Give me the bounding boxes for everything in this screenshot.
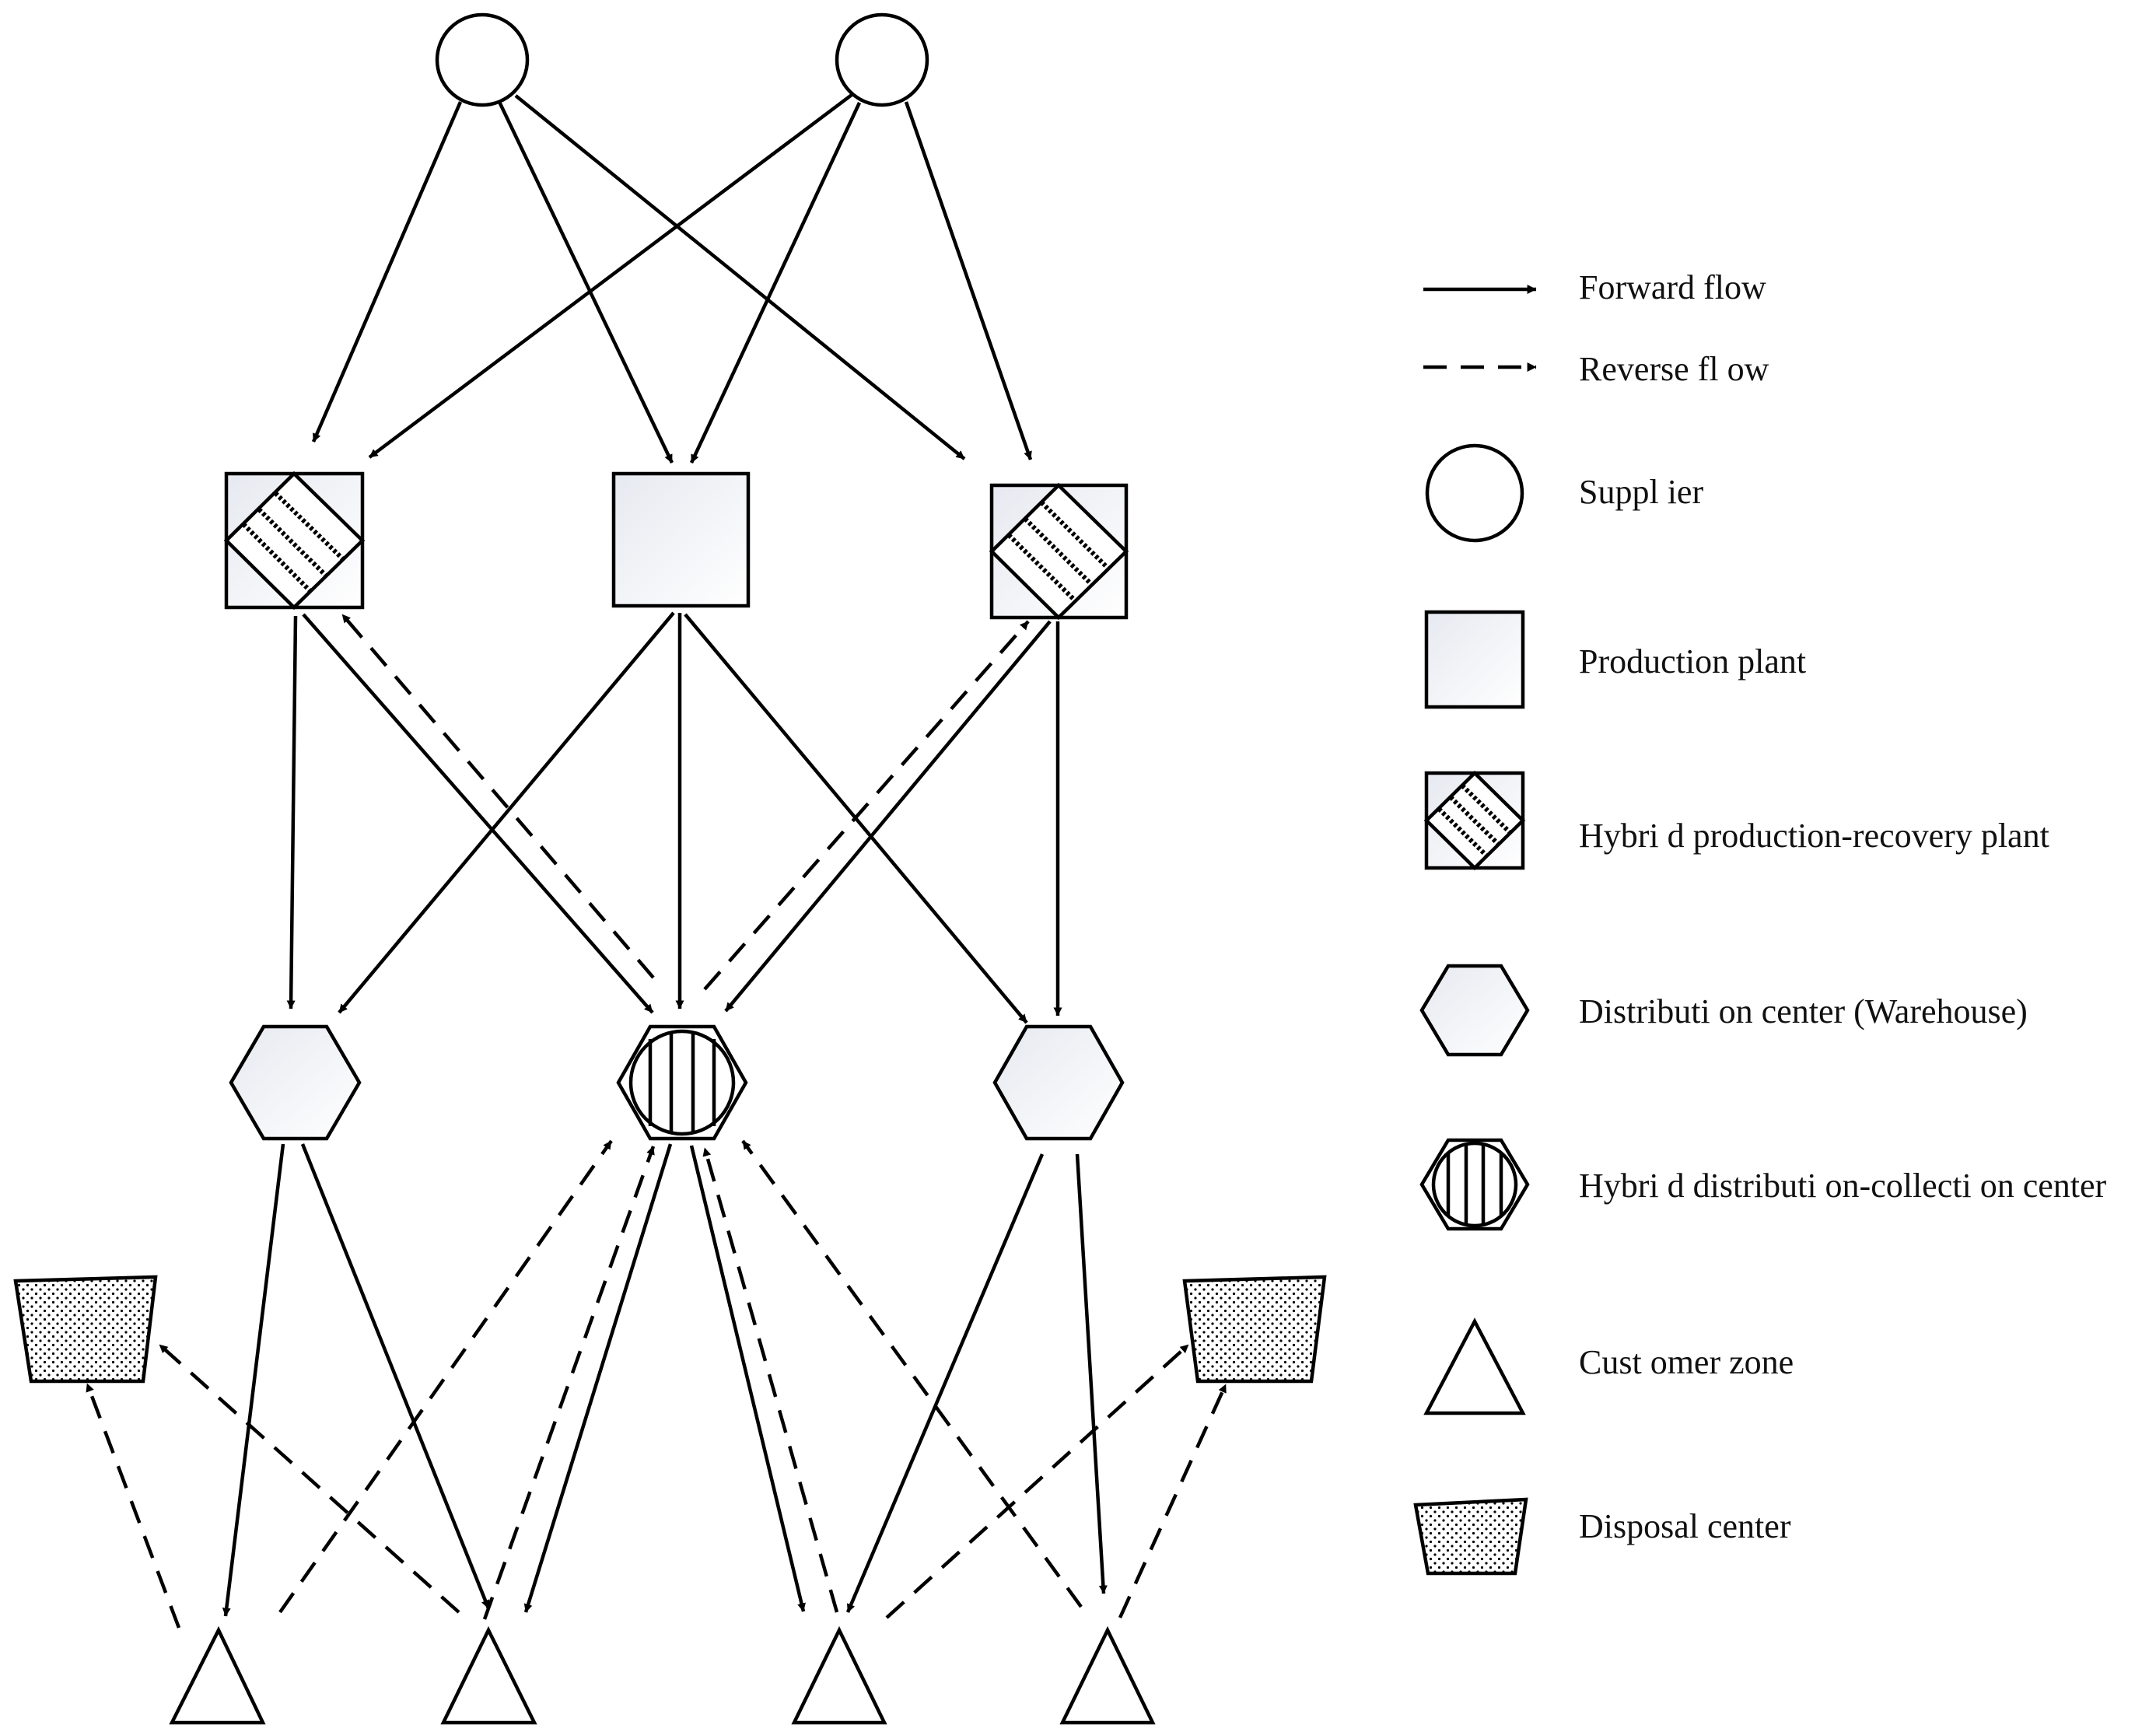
customer-zone-symbol [1423,1317,1526,1415]
forward-arrow [523,1143,673,1613]
hybrid-plant-node [223,471,366,611]
distribution-center-symbol [1419,964,1530,1057]
forward-arrow [286,615,298,1009]
forward-arrow [1075,1153,1108,1594]
legend-label-supplier: Suppl ier [1579,473,1704,511]
forward-arrow [222,1143,285,1617]
forward-arrow [300,1143,491,1609]
legend-symbols [1413,285,1537,1576]
forward-arrow [514,94,966,460]
supplier-node [835,12,929,107]
disposal-center-node [13,1275,158,1384]
production-plant-node [611,471,751,608]
customer-zone-node [791,1625,887,1725]
reverse-arrow [741,1139,1083,1608]
legend-label-hybrid-center: Hybri d distributi on-collecti on center [1579,1167,2107,1205]
distribution-center-node [992,1024,1125,1141]
customer-zone-node [1059,1625,1156,1725]
legend-label-customer-zone: Cust omer zone [1579,1343,1794,1381]
forward-arrow [904,101,1033,460]
reverse-arrow [1118,1384,1228,1618]
hybrid-center-node [616,1024,748,1141]
reverse-arrow [703,620,1030,991]
network-nodes [13,12,1327,1725]
legend-label-distribution-center: Distributi on center (Warehouse) [1579,992,2028,1030]
forward-arrow [302,613,654,1014]
legend-label-disposal-center: Disposal center [1579,1507,1791,1545]
forward-arrow [845,1153,1045,1613]
customer-zone-node [169,1625,266,1725]
forward-arrow [724,620,1052,1013]
forward-arrow [689,1145,806,1612]
supplier-symbol [1425,443,1524,543]
forward-arrow [368,93,853,459]
forward-arrow [311,101,463,443]
forward-arrow [497,101,674,464]
legend-label-production-plant: Production plant [1579,642,1807,681]
disposal-center-symbol [1413,1497,1528,1576]
reverse-arrow [702,1147,839,1613]
disposal-center-node [1182,1275,1327,1384]
production-plant-symbol [1424,610,1525,709]
forward-arrow [338,611,675,1014]
legend-label-reverse-flow: Reverse fl ow [1579,350,1769,388]
flow-arrows [85,93,1228,1629]
hybrid-plant-symbol [1423,770,1526,871]
reverse-arrow [341,613,655,979]
legend-label-hybrid-plant: Hybri d production-recovery plant [1579,817,2049,855]
reverse-arrow [85,1383,181,1629]
distribution-center-node [229,1024,362,1141]
reverse-arrow [278,1139,613,1614]
customer-zone-node [440,1625,537,1725]
reverse-arrow [482,1146,656,1620]
legend-label-forward-flow: Forward flow [1579,268,1766,306]
supplier-node [435,12,530,107]
reverse-arrow [885,1343,1190,1619]
reverse-arrow [158,1343,460,1614]
hybrid-plant-node [989,482,1129,621]
hybrid-center-symbol [1419,1138,1530,1231]
forward-arrow [689,102,862,464]
